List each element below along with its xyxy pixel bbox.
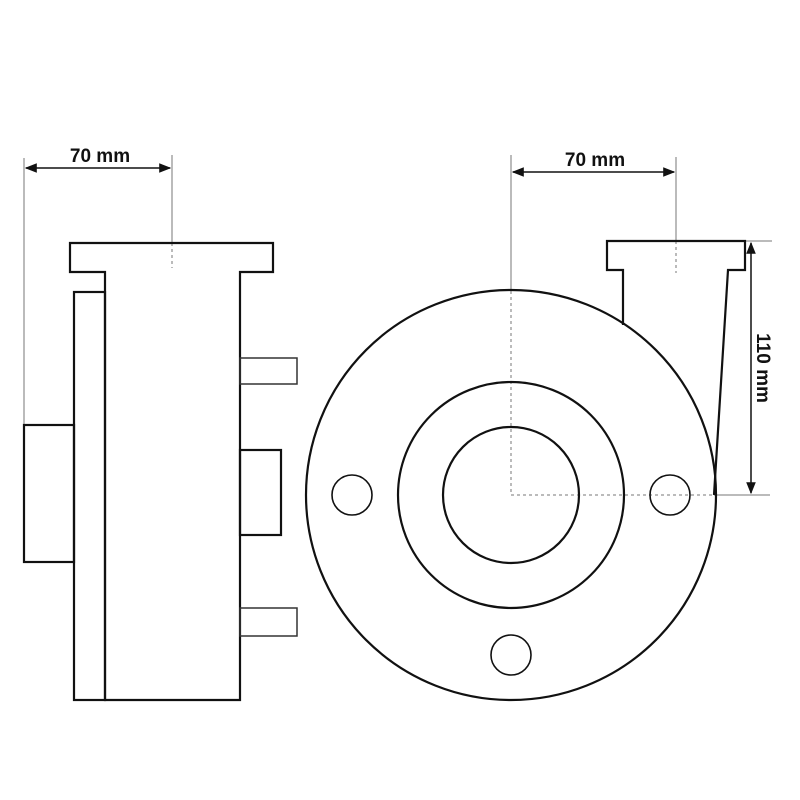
front-view: 70 mm 110 mm: [304, 150, 773, 702]
tab-top: [239, 357, 298, 385]
middle-ring: [396, 380, 626, 610]
bolt-hole-right: [649, 474, 691, 516]
outer-flange: [304, 288, 718, 702]
housing-body: [68, 241, 275, 702]
side-view: 70 mm: [22, 146, 298, 702]
tab-bottom: [239, 607, 298, 637]
height-label: 110 mm: [752, 333, 773, 403]
side-width-label: 70 mm: [70, 146, 130, 167]
outlet-nozzle: [605, 239, 747, 496]
bolt-hole-left: [331, 474, 373, 516]
front-offset-label: 70 mm: [565, 150, 625, 171]
inlet-bore: [441, 425, 581, 565]
motor-boss: [22, 423, 76, 564]
mounting-plate: [72, 290, 107, 702]
bolt-hole-bottom: [490, 634, 532, 676]
tab-middle: [238, 448, 283, 537]
